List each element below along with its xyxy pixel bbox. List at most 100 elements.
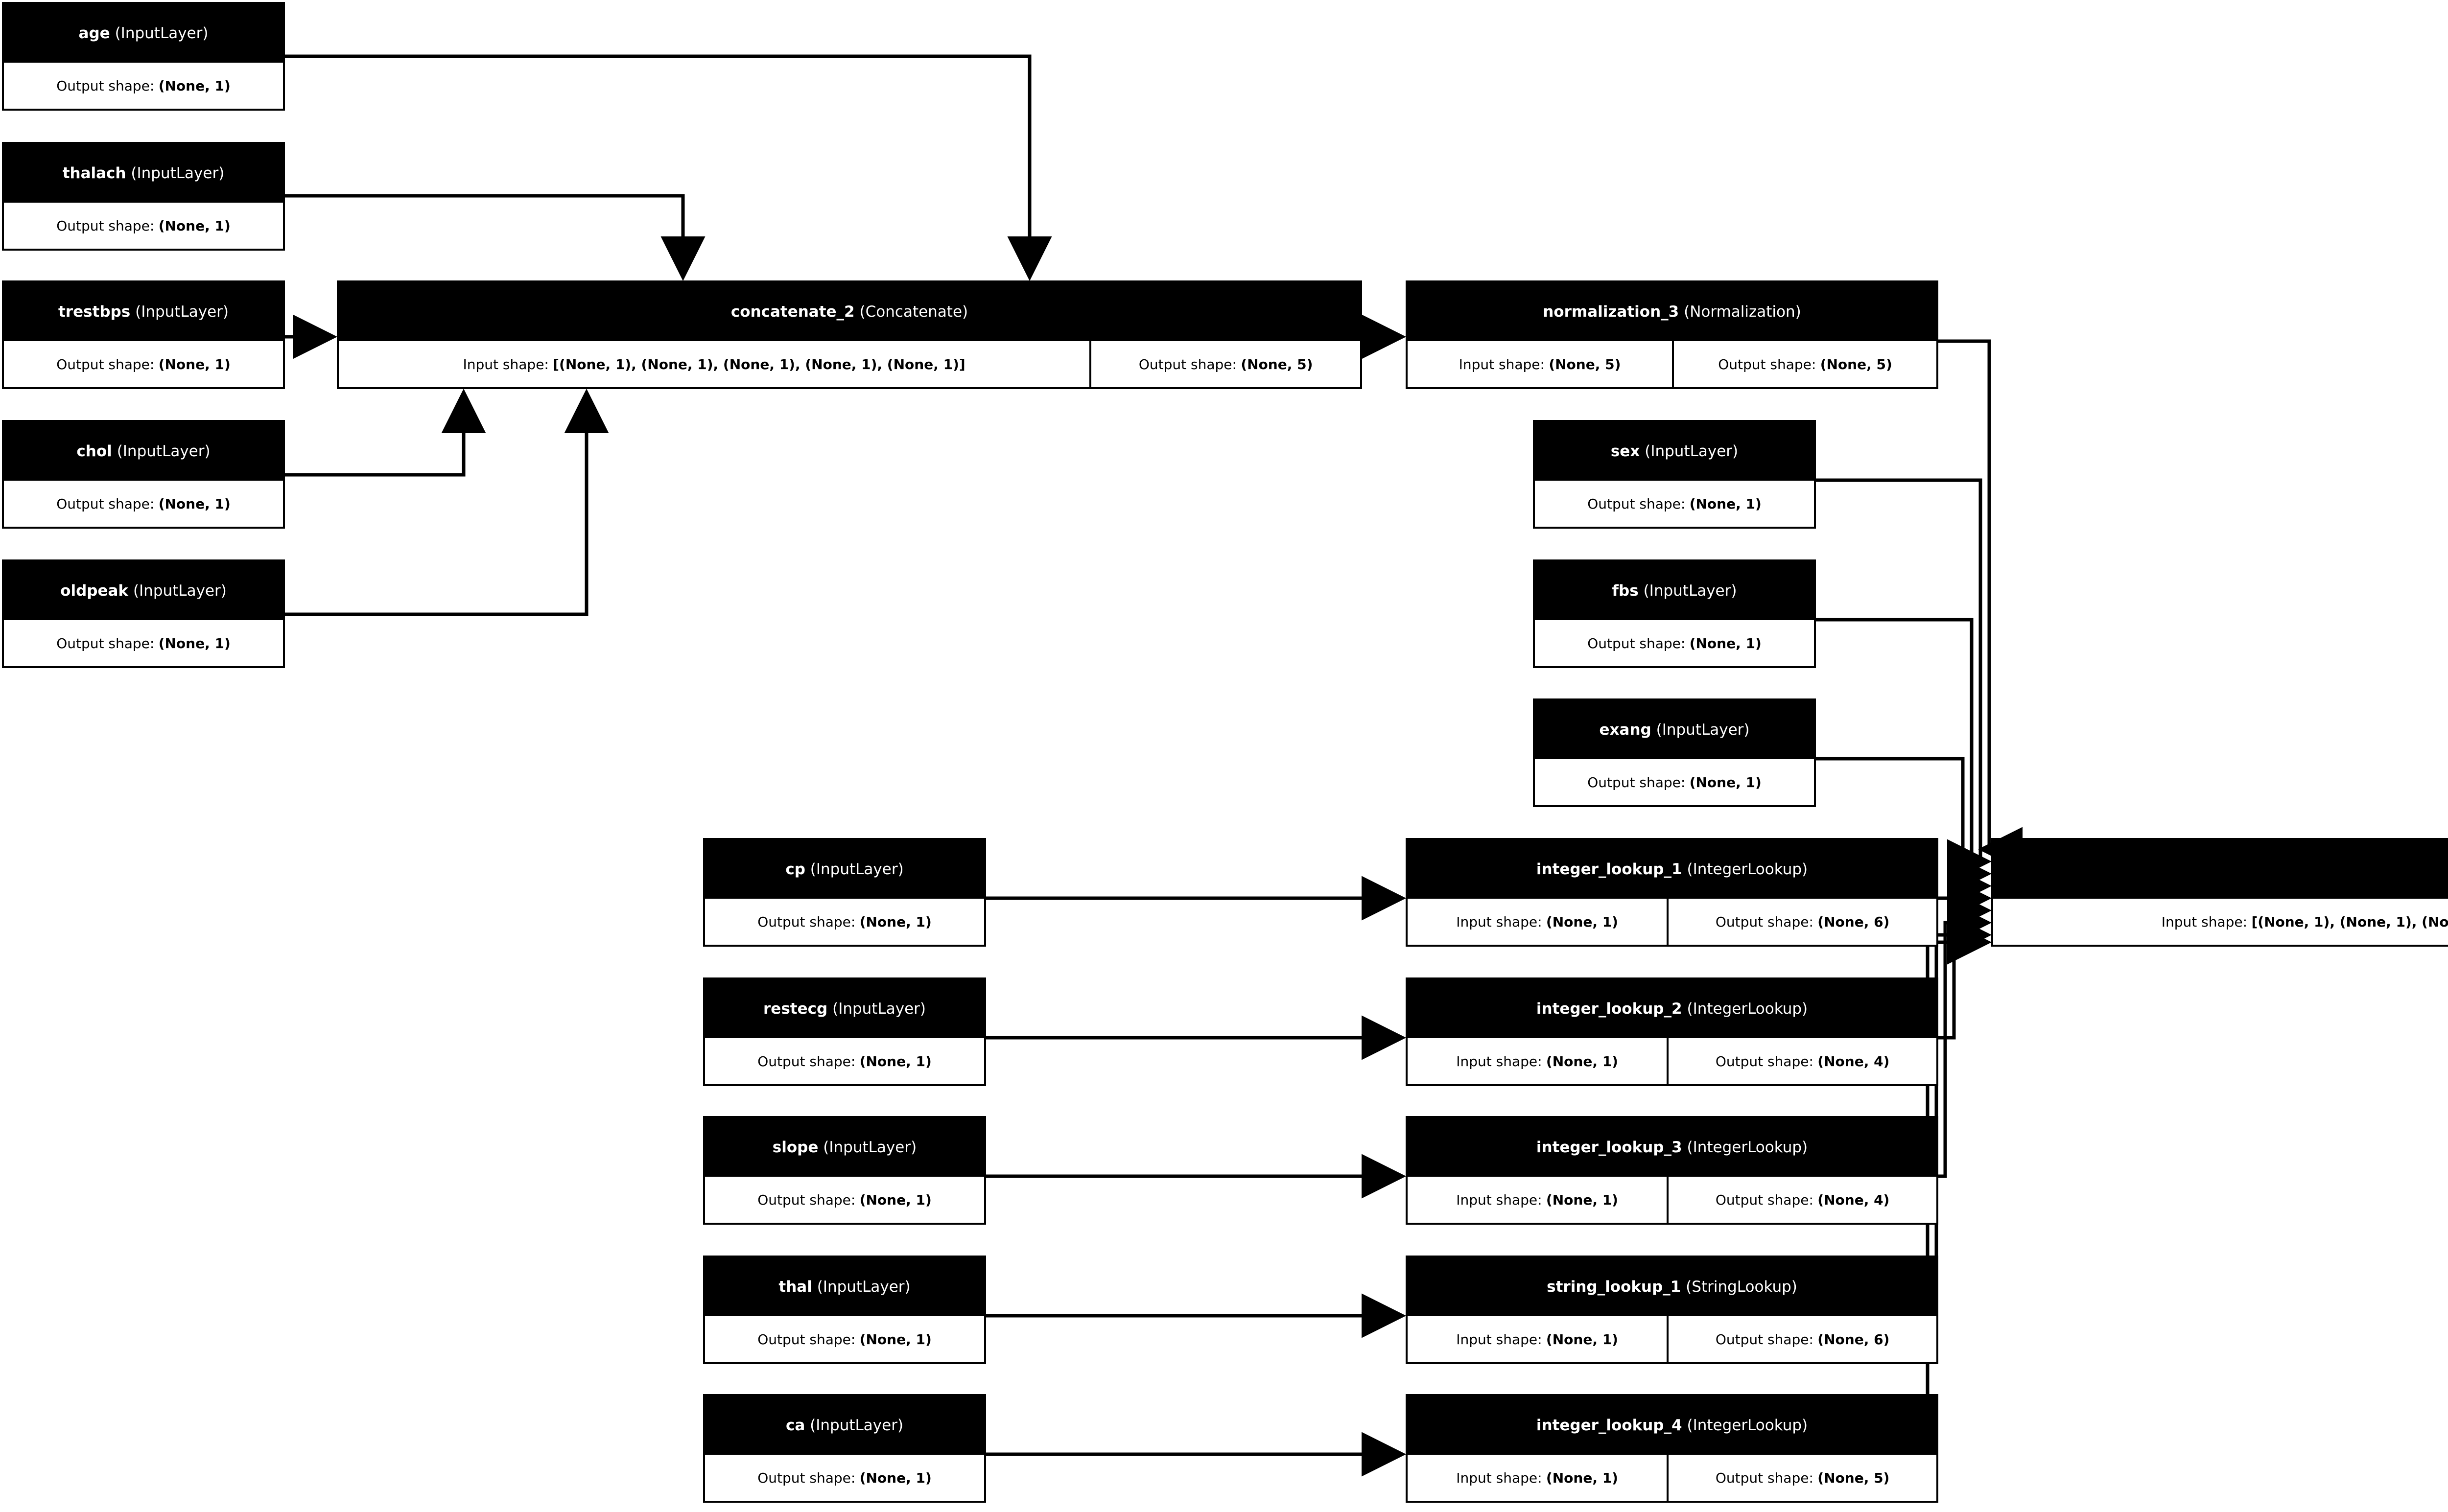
- layer-name-restecg: restecg: [763, 1000, 828, 1018]
- output-shape-label: Output shape:: [56, 635, 155, 651]
- input-shape-label: Input shape:: [1459, 356, 1545, 372]
- output-shape-cell-oldpeak: Output shape:(None, 1): [4, 620, 283, 666]
- layer-body-trestbps: Output shape:(None, 1): [4, 341, 283, 387]
- input-shape-label: Input shape:: [1456, 1191, 1542, 1208]
- output-shape-label: Output shape:: [1715, 1469, 1813, 1486]
- layer-type-cp: (InputLayer): [810, 860, 904, 878]
- edge-integer_lookup_3-to-concatenate_3: [1938, 900, 1992, 1178]
- layer-type-oldpeak: (InputLayer): [133, 582, 227, 600]
- layer-node-age[interactable]: age(InputLayer)Output shape:(None, 1): [2, 2, 285, 111]
- layer-type-restecg: (InputLayer): [832, 1000, 926, 1018]
- layer-node-cp[interactable]: cp(InputLayer)Output shape:(None, 1): [703, 838, 986, 947]
- layer-name-trestbps: trestbps: [58, 302, 131, 321]
- input-shape-cell-integer_lookup_3: Input shape:(None, 1): [1408, 1177, 1667, 1223]
- input-shape-cell-normalization_3: Input shape:(None, 5): [1408, 341, 1672, 387]
- output-shape-label: Output shape:: [56, 495, 155, 512]
- input-shape-value-integer_lookup_2: (None, 1): [1546, 1053, 1618, 1070]
- output-shape-cell-integer_lookup_2: Output shape:(None, 4): [1667, 1038, 1936, 1084]
- layer-node-integer_lookup_4[interactable]: integer_lookup_4(IntegerLookup)Input sha…: [1406, 1394, 1938, 1503]
- layer-body-thal: Output shape:(None, 1): [705, 1316, 984, 1362]
- layer-title-integer_lookup_2: integer_lookup_2 (IntegerLookup): [1408, 979, 1936, 1038]
- edge-oldpeak-to-concatenate_2: [285, 389, 609, 616]
- output-shape-label: Output shape:: [757, 1053, 856, 1070]
- layer-node-sex[interactable]: sex(InputLayer)Output shape:(None, 1): [1533, 420, 1816, 529]
- layer-body-ca: Output shape:(None, 1): [705, 1455, 984, 1501]
- layer-name-integer_lookup_2: integer_lookup_2: [1536, 1000, 1682, 1018]
- input-shape-label: Input shape:: [2161, 913, 2248, 930]
- layer-node-trestbps[interactable]: trestbps(InputLayer) Output shape:(None, …: [2, 280, 285, 389]
- input-shape-value-integer_lookup_4: (None, 1): [1546, 1469, 1618, 1486]
- output-shape-label: Output shape:: [1138, 356, 1237, 372]
- layer-name-normalization_3: normalization_3: [1543, 302, 1679, 321]
- output-shape-label: Output shape:: [56, 77, 155, 94]
- output-shape-value-slope: (None, 1): [859, 1191, 932, 1208]
- output-shape-value-fbs: (None, 1): [1689, 635, 1762, 651]
- output-shape-label: Output shape:: [757, 1469, 856, 1486]
- layer-title-integer_lookup_3: integer_lookup_3(IntegerLookup): [1408, 1118, 1936, 1177]
- layer-node-thalach[interactable]: thalach(InputLayer)Output shape:(None, 1…: [2, 142, 285, 251]
- output-shape-cell-integer_lookup_1: Output shape:(None, 6): [1667, 899, 1936, 945]
- layer-node-restecg[interactable]: restecg(InputLayer) Output shape:(None, 1…: [703, 977, 986, 1086]
- layer-name-sex: sex: [1610, 442, 1640, 460]
- layer-node-ca[interactable]: ca(InputLayer)Output shape:(None, 1): [703, 1394, 986, 1503]
- layer-name-integer_lookup_3: integer_lookup_3: [1536, 1138, 1682, 1156]
- layer-title-thal: thal(InputLayer): [705, 1257, 984, 1316]
- layer-node-concatenate_3[interactable]: concatenate_3(Concatenate)Input shape:[(…: [1991, 838, 2448, 947]
- output-shape-label: Output shape:: [1715, 1053, 1813, 1070]
- layer-title-integer_lookup_4: integer_lookup_4 (IntegerLookup): [1408, 1396, 1936, 1455]
- layer-node-exang[interactable]: exang(InputLayer)Output shape:(None, 1): [1533, 698, 1816, 807]
- output-shape-cell-thalach: Output shape:(None, 1): [4, 203, 283, 249]
- layer-body-exang: Output shape:(None, 1): [1535, 759, 1814, 805]
- layer-node-slope[interactable]: slope(InputLayer)Output shape:(None, 1): [703, 1116, 986, 1225]
- output-shape-cell-ca: Output shape:(None, 1): [705, 1455, 984, 1501]
- output-shape-cell-integer_lookup_3: Output shape:(None, 4): [1667, 1177, 1936, 1223]
- layer-type-integer_lookup_4: (IntegerLookup): [1687, 1416, 1808, 1434]
- output-shape-value-integer_lookup_4: (None, 5): [1817, 1469, 1890, 1486]
- layer-name-integer_lookup_4: integer_lookup_4: [1536, 1416, 1682, 1434]
- layer-title-ca: ca(InputLayer): [705, 1396, 984, 1455]
- layer-body-age: Output shape:(None, 1): [4, 63, 283, 109]
- layer-name-string_lookup_1: string_lookup_1: [1547, 1278, 1681, 1296]
- output-shape-cell-sex: Output shape:(None, 1): [1535, 481, 1814, 527]
- layer-type-slope: (InputLayer): [823, 1138, 917, 1156]
- layer-name-fbs: fbs: [1612, 582, 1639, 600]
- input-shape-label: Input shape:: [1456, 1053, 1542, 1070]
- layer-node-integer_lookup_3[interactable]: integer_lookup_3(IntegerLookup)Input sha…: [1406, 1116, 1938, 1225]
- layer-name-slope: slope: [772, 1138, 819, 1156]
- layer-node-string_lookup_1[interactable]: string_lookup_1(StringLookup)Input shape…: [1406, 1256, 1938, 1364]
- layer-node-concatenate_2[interactable]: concatenate_2(Concatenate)Input shape:[(…: [337, 280, 1362, 389]
- layer-type-exang: (InputLayer): [1656, 721, 1750, 739]
- layer-body-sex: Output shape:(None, 1): [1535, 481, 1814, 527]
- edge-thalach-to-concatenate_2: [285, 194, 706, 281]
- output-shape-label: Output shape:: [757, 1331, 856, 1348]
- input-shape-value-concatenate_2: [(None, 1), (None, 1), (None, 1), (None,…: [553, 356, 965, 372]
- output-shape-value-integer_lookup_1: (None, 6): [1817, 913, 1890, 930]
- output-shape-label: Output shape:: [1587, 495, 1686, 512]
- output-shape-cell-restecg: Output shape:(None, 1): [705, 1038, 984, 1084]
- layer-type-fbs: (InputLayer): [1643, 582, 1737, 600]
- layer-type-string_lookup_1: (StringLookup): [1686, 1278, 1797, 1296]
- layer-node-normalization_3[interactable]: normalization_3(Normalization)Input shap…: [1406, 280, 1938, 389]
- layer-node-thal[interactable]: thal(InputLayer)Output shape:(None, 1): [703, 1256, 986, 1364]
- layer-type-chol: (InputLayer): [117, 442, 211, 460]
- layer-type-trestbps: (InputLayer): [135, 302, 229, 321]
- layer-title-cp: cp(InputLayer): [705, 840, 984, 899]
- input-shape-cell-concatenate_2: Input shape:[(None, 1), (None, 1), (None…: [339, 341, 1090, 387]
- layer-body-chol: Output shape:(None, 1): [4, 481, 283, 527]
- layer-node-oldpeak[interactable]: oldpeak(InputLayer)Output shape:(None, 1…: [2, 559, 285, 668]
- layer-node-chol[interactable]: chol(InputLayer)Output shape:(None, 1): [2, 420, 285, 529]
- layer-body-integer_lookup_2: Input shape:(None, 1) Output shape:(None,…: [1408, 1038, 1936, 1084]
- layer-name-concatenate_2: concatenate_2: [730, 302, 855, 321]
- layer-type-ca: (InputLayer): [810, 1416, 904, 1434]
- input-shape-value-concatenate_3: [(None, 1), (None, 1), (None, 1), (None,…: [2251, 913, 2448, 930]
- output-shape-value-integer_lookup_2: (None, 4): [1817, 1053, 1890, 1070]
- layer-body-restecg: Output shape:(None, 1): [705, 1038, 984, 1084]
- input-shape-label: Input shape:: [1456, 913, 1542, 930]
- layer-node-integer_lookup_1[interactable]: integer_lookup_1(IntegerLookup)Input sha…: [1406, 838, 1938, 947]
- layer-node-integer_lookup_2[interactable]: integer_lookup_2 (IntegerLookup) Input sha…: [1406, 977, 1938, 1086]
- layer-body-concatenate_2: Input shape:[(None, 1), (None, 1), (None…: [339, 341, 1360, 387]
- edge-chol-to-concatenate_2: [285, 389, 486, 477]
- layer-type-integer_lookup_2: (IntegerLookup): [1687, 1000, 1808, 1018]
- layer-node-fbs[interactable]: fbs(InputLayer)Output shape:(None, 1): [1533, 559, 1816, 668]
- output-shape-cell-cp: Output shape:(None, 1): [705, 899, 984, 945]
